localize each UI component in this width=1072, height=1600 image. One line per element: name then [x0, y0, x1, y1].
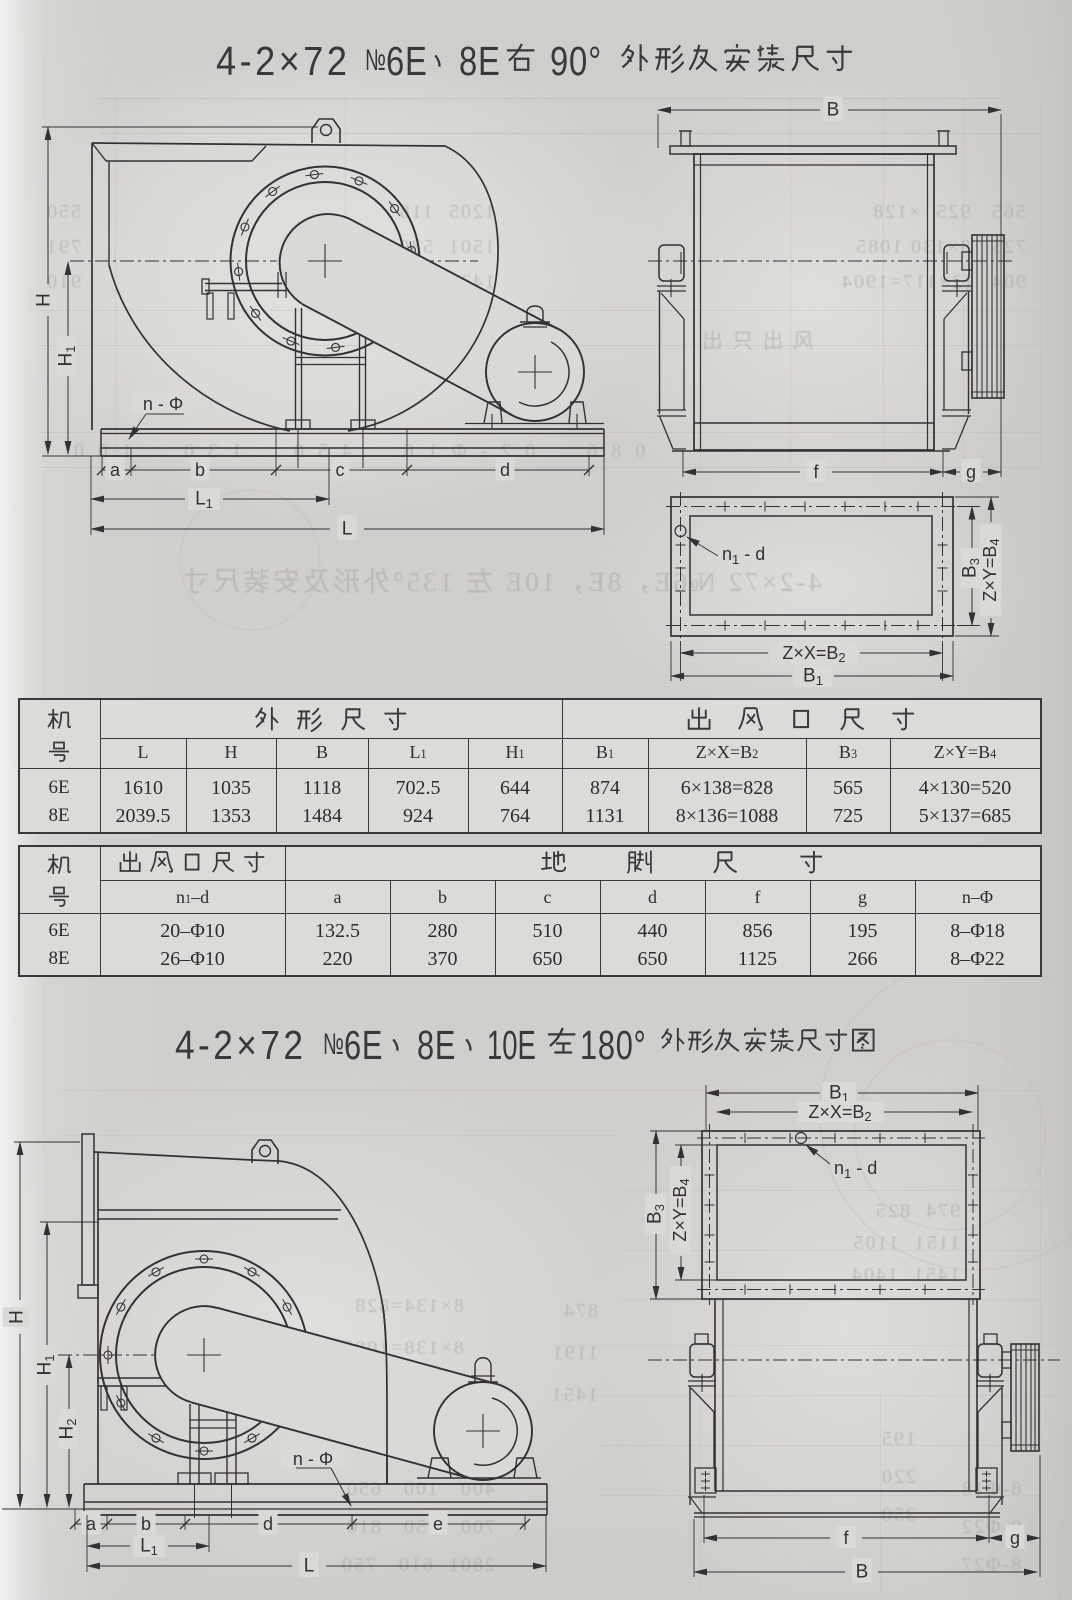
svg-text:b: b — [141, 1514, 151, 1534]
svg-text:b: b — [195, 460, 205, 480]
svg-text:g: g — [1010, 1528, 1020, 1548]
svg-text:Z×X=B2: Z×X=B2 — [782, 643, 845, 665]
svg-text:B: B — [827, 100, 840, 121]
svg-text:n - Φ: n - Φ — [143, 394, 183, 414]
svg-text:H: H — [7, 1310, 28, 1324]
svg-text:c: c — [336, 460, 345, 480]
svg-text:n1 - d: n1 - d — [722, 544, 765, 567]
svg-text:d: d — [263, 1514, 273, 1534]
svg-text:d: d — [500, 460, 510, 480]
svg-text:a: a — [110, 460, 121, 480]
svg-text:a: a — [86, 1514, 97, 1534]
svg-text:Z×Y=B4: Z×Y=B4 — [670, 1178, 692, 1241]
svg-text:L: L — [342, 519, 353, 540]
svg-text:Z×X=B2: Z×X=B2 — [808, 1102, 871, 1124]
svg-text:H: H — [34, 293, 55, 307]
svg-text:B: B — [856, 1562, 869, 1583]
svg-text:f: f — [813, 462, 819, 482]
svg-text:g: g — [966, 462, 976, 482]
svg-text:n1 - d: n1 - d — [834, 1158, 877, 1181]
svg-text:n - Φ: n - Φ — [293, 1449, 333, 1469]
svg-text:f: f — [843, 1528, 849, 1548]
svg-text:Z×Y=B4: Z×Y=B4 — [980, 538, 1002, 601]
svg-text:L: L — [304, 1556, 315, 1577]
svg-text:e: e — [433, 1514, 443, 1534]
